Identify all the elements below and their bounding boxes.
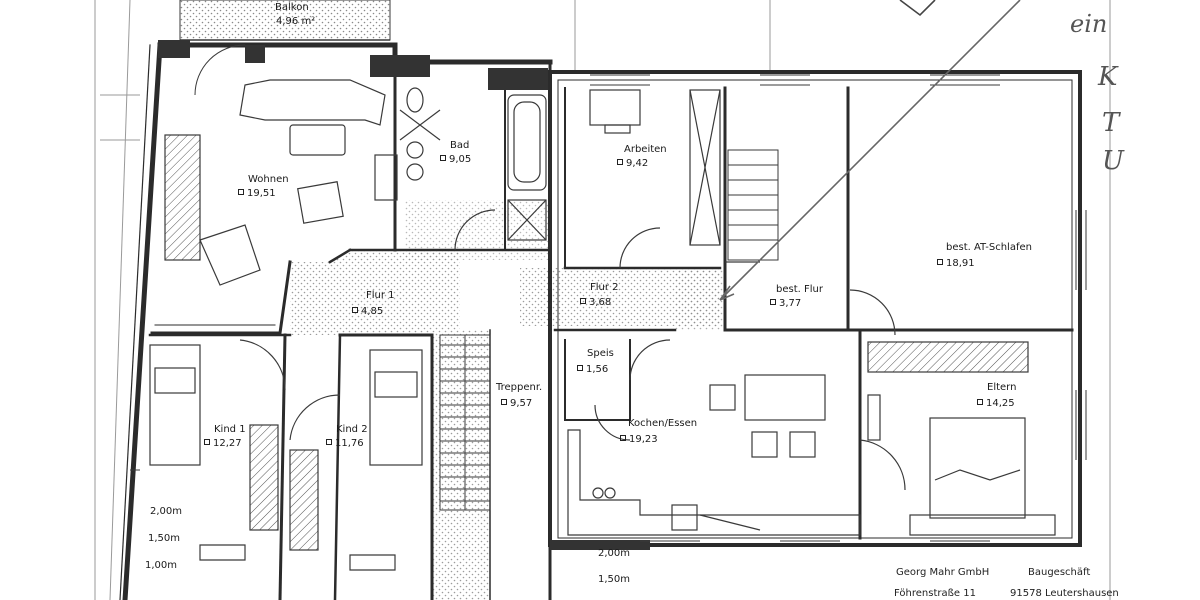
dimension-label: 2,00m [150,506,183,517]
area-marker [501,399,507,405]
room-area-kochen: 19,23 [620,434,658,446]
room-area-flur1: 4,85 [352,306,383,318]
room-area-wohnen: 19,51 [238,188,276,200]
room-area-arbeiten: 9,42 [617,158,648,170]
area-marker [238,189,244,195]
living-furniture [164,44,398,286]
room-label-at-schlafen: best. AT-Schlafen [946,242,1032,253]
title-trade: Baugeschäft [1028,567,1091,578]
area-marker [977,399,983,405]
room-area-bad: 9,05 [440,154,471,166]
area-marker [580,298,586,304]
area-marker [326,439,332,445]
room-label-kind2: Kind 2 [336,424,368,435]
room-area-balkon: 4,96 m² [276,16,316,27]
room-label-treppen: Treppenr. [496,382,543,393]
kids-furniture [149,339,423,571]
kitchen-furniture [567,339,861,536]
room-area-kind1: 12,27 [204,438,242,450]
title-city: 91578 Leutershausen [1010,588,1119,599]
area-marker [937,259,943,265]
bedroom-furniture [859,341,1056,536]
room-label-best-flur: best. Flur [776,284,823,295]
balcony [179,0,391,41]
area-marker [352,307,358,313]
room-label-eltern: Eltern [987,382,1017,393]
room-area-eltern: 14,25 [977,398,1015,410]
scan-margin-lines [94,0,1111,600]
room-area-kind2: 11,76 [326,438,364,450]
room-label-flur2: Flur 2 [590,282,619,293]
annotation-arrow [719,0,1021,301]
room-label-kochen: Kochen/Essen [628,418,698,429]
room-label-wohnen: Wohnen [248,174,289,185]
handwritten-note: K [1098,62,1118,92]
room-label-flur1: Flur 1 [366,290,395,301]
dimension-label: 1,00m [145,560,178,571]
room-area-flur2: 3,68 [580,297,611,309]
room-area-best-flur: 3,77 [770,298,801,310]
room-area-treppen: 9,57 [501,398,532,410]
dimension-label: 1,50m [148,533,181,544]
area-marker [770,299,776,305]
room-label-kind1: Kind 1 [214,424,246,435]
room-area-speis: 1,56 [577,364,608,376]
handwritten-note: T [1102,108,1120,138]
room-label-balkon: Balkon [275,2,309,13]
title-company: Georg Mahr GmbH [896,567,990,578]
area-marker [620,435,626,441]
windows [130,74,1087,542]
area-marker [617,159,623,165]
area-marker [577,365,583,371]
room-label-arbeiten: Arbeiten [624,144,667,155]
stairs [439,149,779,511]
office-furniture [589,89,896,336]
dimension-label: 2,00m [598,548,631,559]
bathroom-fixtures [399,87,547,251]
room-label-speis: Speis [587,348,614,359]
dimension-label: 1,50m [598,574,631,585]
area-marker [204,439,210,445]
area-marker [440,155,446,161]
room-label-bad: Bad [450,140,470,151]
room-area-at-schlafen: 18,91 [937,258,975,270]
wall-posts [158,40,650,550]
handwritten-note: ein [1070,10,1108,38]
handwritten-note: U [1102,146,1124,176]
title-street: Föhrenstraße 11 [894,588,976,599]
